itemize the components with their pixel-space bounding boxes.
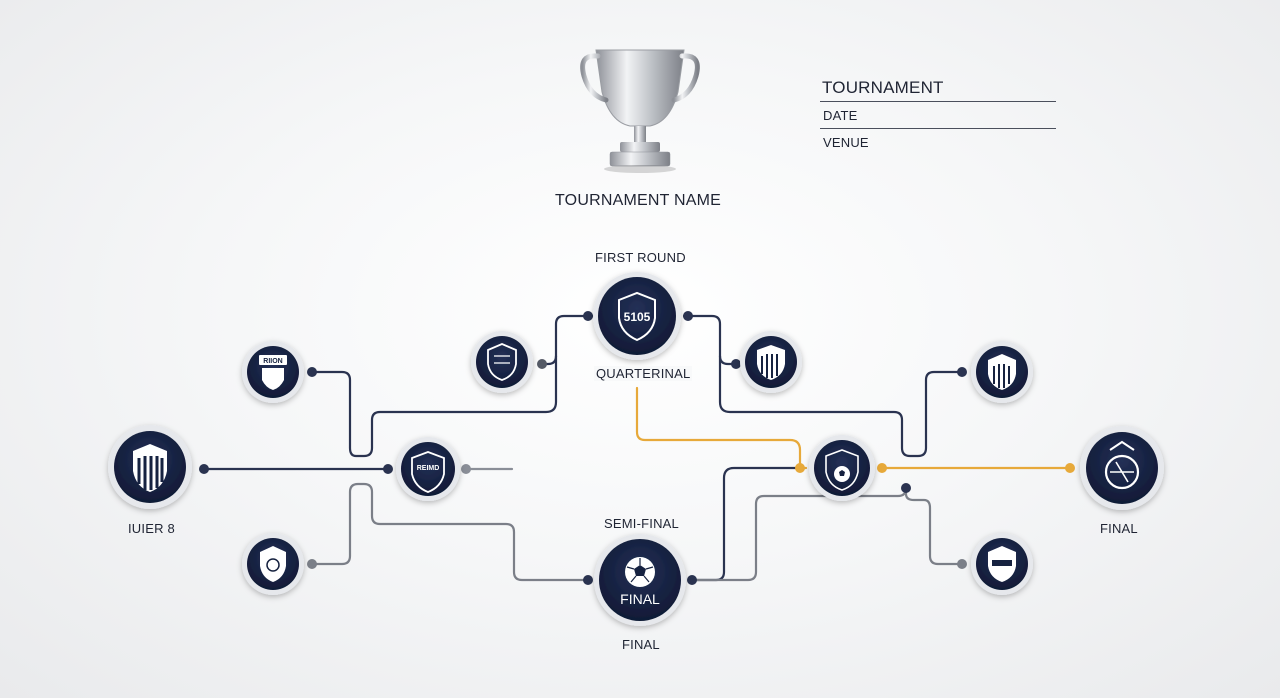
connector-dot <box>307 367 317 377</box>
connector-line <box>310 482 590 582</box>
connector-dot <box>957 559 967 569</box>
connector-line <box>718 354 738 366</box>
connector-dot <box>731 359 741 369</box>
team-node-right-bottom[interactable] <box>971 533 1033 595</box>
team-node-left[interactable] <box>108 425 192 509</box>
team-node-final[interactable]: FINAL <box>594 534 686 626</box>
team-node-mid-left[interactable]: REIMD <box>396 437 460 501</box>
round-label-final-right: FINAL <box>1100 521 1138 536</box>
connector-dot <box>383 464 393 474</box>
badge-text: RIION <box>263 358 282 365</box>
team-node-left-top[interactable]: RIION <box>242 341 304 403</box>
connector-line <box>904 486 964 566</box>
team-node-right-top[interactable] <box>971 341 1033 403</box>
team-node-mid-right[interactable] <box>809 435 875 501</box>
connector-dots <box>199 311 1075 585</box>
connector-dot <box>583 575 593 585</box>
header-title: TOURNAMENT <box>822 78 944 97</box>
shield-icon <box>260 546 286 582</box>
shield-icon <box>618 291 656 342</box>
badge-text: FINAL <box>620 591 660 607</box>
connector-dot <box>877 463 887 473</box>
connector-line <box>682 314 964 458</box>
bracket-connectors <box>202 314 1072 582</box>
shield-icon <box>487 343 517 381</box>
connector-dot <box>1065 463 1075 473</box>
shield-icon <box>825 449 859 491</box>
round-label-quarterfinal: QUARTERINAL <box>594 366 693 381</box>
team-node-right[interactable] <box>1080 426 1164 510</box>
connector-dot <box>307 559 317 569</box>
connector-line <box>635 386 808 470</box>
connector-dot <box>537 359 547 369</box>
shield-icon <box>262 368 284 390</box>
shield-icon <box>411 451 445 493</box>
connector-dot <box>683 311 693 321</box>
soccer-ball-icon <box>625 557 655 587</box>
connector-dot <box>461 464 471 474</box>
connector-dot <box>957 367 967 377</box>
crest-icon <box>1104 440 1140 490</box>
round-label-final-bottom: FINAL <box>622 637 660 652</box>
team-node-left-bottom[interactable] <box>242 533 304 595</box>
connector-dot <box>901 483 911 493</box>
badge-text: 5105 <box>624 310 651 324</box>
header-date: DATE <box>823 108 858 123</box>
connector-line <box>690 486 908 582</box>
connector-dot <box>199 464 209 474</box>
round-label-first: FIRST ROUND <box>595 250 686 265</box>
header-divider <box>820 101 1056 102</box>
connector-line <box>540 354 558 366</box>
connector-dot <box>687 575 697 585</box>
team-node-left-quarter[interactable] <box>471 331 533 393</box>
connector-line <box>310 314 598 458</box>
team-label-left: IUIER 8 <box>128 521 175 536</box>
connector-line <box>690 466 802 582</box>
connector-dot <box>583 311 593 321</box>
header-divider <box>820 128 1056 129</box>
team-node-top-center[interactable]: 5105 <box>593 272 681 360</box>
tournament-name: TOURNAMENT NAME <box>555 192 721 209</box>
trophy-icon <box>580 49 700 173</box>
round-label-semifinal: SEMI-FINAL <box>604 516 679 531</box>
team-node-right-quarter[interactable] <box>740 331 802 393</box>
connector-dot <box>795 463 805 473</box>
badge-text: REIMD <box>417 465 440 472</box>
header-venue: VENUE <box>823 135 869 150</box>
